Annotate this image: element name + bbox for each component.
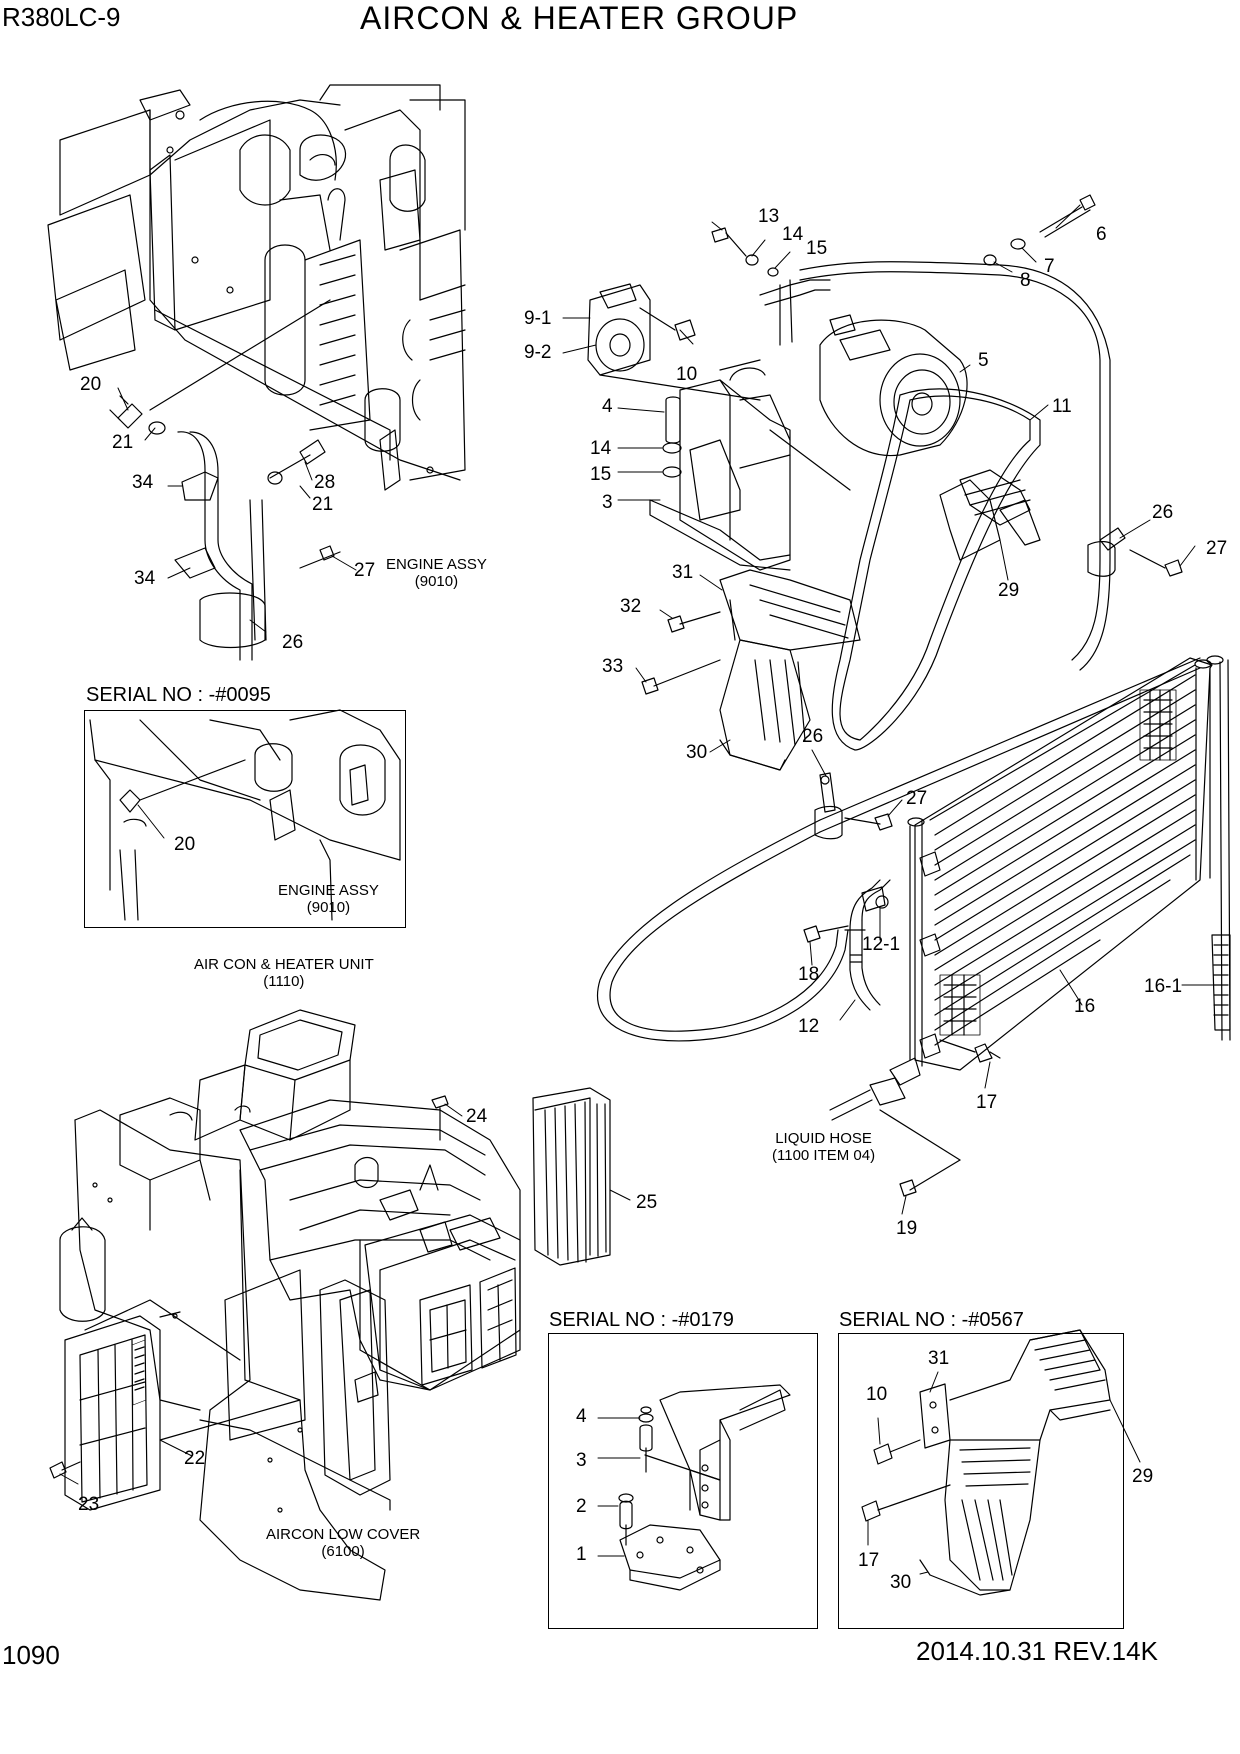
callout-21: 21 (112, 432, 134, 453)
callout-28: 28 (314, 472, 336, 493)
callout-10: 10 (866, 1384, 888, 1405)
inset-0179-drawing (618, 1384, 791, 1591)
callout-26: 26 (1152, 502, 1174, 523)
callout-15: 15 (806, 238, 828, 259)
inset-box-serial-0095 (84, 710, 406, 928)
serial-note-0095: SERIAL NO : -#0095 (86, 684, 271, 706)
callout-10: 10 (676, 364, 698, 385)
inset-box-serial-0567 (838, 1333, 1124, 1629)
revision-date: 2014.10.31 REV.14K (916, 1636, 1158, 1666)
note-engine-assy-inset: ENGINE ASSY (9010) (278, 882, 379, 916)
callout-22: 22 (184, 1448, 206, 1469)
callout-1: 1 (576, 1544, 587, 1565)
callout-27: 27 (354, 560, 376, 581)
callout-24: 24 (466, 1106, 488, 1127)
callout-3: 3 (602, 492, 613, 513)
callout-33: 33 (602, 656, 624, 677)
note-engine-assy: ENGINE ASSY (9010) (386, 556, 487, 590)
callout-27: 27 (1206, 538, 1228, 559)
inset-0567-drawing (861, 1329, 1111, 1596)
callout-16: 16 (1074, 996, 1096, 1017)
serial-note-0567: SERIAL NO : -#0567 (839, 1309, 1024, 1331)
engine-assembly-drawing (47, 84, 466, 491)
page-number: 1090 (2, 1640, 60, 1670)
note-aircon-heater-unit: AIR CON & HEATER UNIT (1110) (194, 956, 374, 990)
callout-30: 30 (890, 1572, 912, 1593)
callout-9-2: 9-2 (524, 342, 552, 363)
callout-32: 32 (620, 596, 642, 617)
callout-5: 5 (978, 350, 989, 371)
callout-14: 14 (782, 224, 804, 245)
callout-15: 15 (590, 464, 612, 485)
callout-26: 26 (282, 632, 304, 653)
note-liquid-hose: LIQUID HOSE (1100 ITEM 04) (772, 1130, 876, 1164)
callout-11: 11 (1052, 396, 1072, 417)
callout-18: 18 (798, 964, 820, 985)
callout-2: 2 (576, 1496, 587, 1517)
aircon-heater-unit-drawing (49, 1009, 611, 1601)
heater-valve-and-pipes (109, 299, 341, 661)
page-title: AIRCON & HEATER GROUP (360, 0, 799, 36)
leader-lines (59, 204, 1217, 1575)
callout-29: 29 (1132, 1466, 1154, 1487)
model-code: R380LC-9 (2, 2, 121, 32)
callout-17: 17 (976, 1092, 998, 1113)
inset-0095-drawing (89, 709, 401, 921)
callout-12-1: 12-1 (862, 934, 901, 955)
note-aircon-low-cover: AIRCON LOW COVER (6100) (266, 1526, 421, 1560)
callout-23: 23 (78, 1494, 100, 1515)
callout-3: 3 (576, 1450, 587, 1471)
callout-34: 34 (134, 568, 156, 589)
callout-31: 31 (928, 1348, 950, 1369)
callout-26: 26 (802, 726, 824, 747)
callout-4: 4 (576, 1406, 587, 1427)
callout-31: 31 (672, 562, 694, 583)
callout-21: 21 (312, 494, 334, 515)
callout-8: 8 (1020, 270, 1031, 291)
callout-20: 20 (80, 374, 102, 395)
inset-box-serial-0179 (548, 1333, 818, 1629)
callout-9-1: 9-1 (524, 308, 552, 329)
callout-13: 13 (758, 206, 780, 227)
callout-29: 29 (998, 580, 1020, 601)
callout-20: 20 (174, 834, 196, 855)
serial-note-0179: SERIAL NO : -#0179 (549, 1309, 734, 1331)
compressor-and-bracket (587, 194, 1183, 771)
callout-17: 17 (858, 1550, 880, 1571)
callout-4: 4 (602, 396, 613, 417)
callout-25: 25 (636, 1192, 658, 1213)
callout-16-1: 16-1 (1144, 976, 1183, 997)
callout-27: 27 (906, 788, 928, 809)
callout-30: 30 (686, 742, 708, 763)
condenser-and-hoses (597, 655, 1231, 1197)
callout-34: 34 (132, 472, 154, 493)
callout-6: 6 (1096, 224, 1107, 245)
callout-7: 7 (1044, 256, 1055, 277)
callout-19: 19 (896, 1218, 918, 1239)
callout-14: 14 (590, 438, 612, 459)
callout-12: 12 (798, 1016, 820, 1037)
